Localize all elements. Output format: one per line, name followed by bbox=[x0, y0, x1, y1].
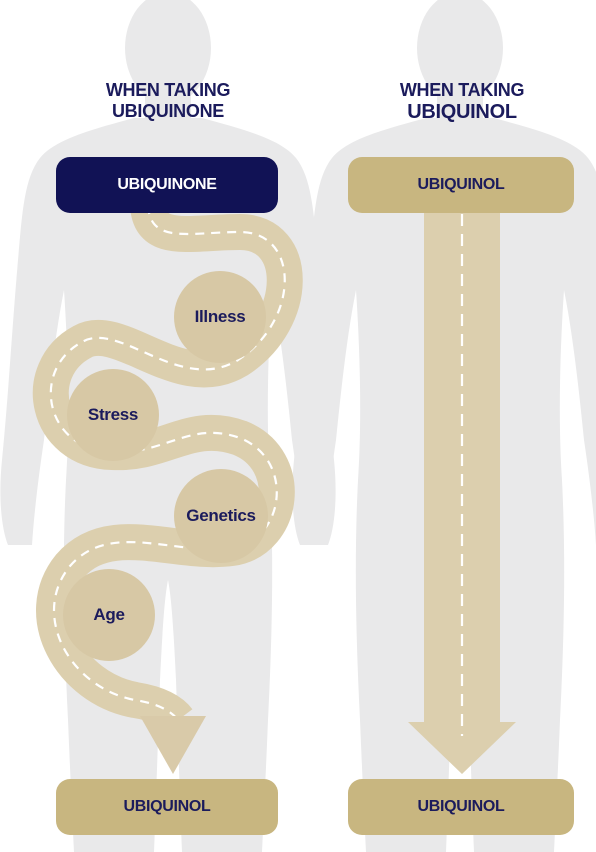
ubiquinol-top-pill: UBIQUINOL bbox=[348, 157, 574, 213]
ubiquinol-bottom-left-label: UBIQUINOL bbox=[123, 798, 210, 816]
age-label: Age bbox=[93, 605, 124, 625]
genetics-label: Genetics bbox=[186, 506, 255, 526]
right-heading-line1: WHEN TAKING bbox=[350, 80, 574, 101]
ubiquinol-bottom-left-pill: UBIQUINOL bbox=[56, 779, 278, 835]
illness-circle: Illness bbox=[174, 271, 266, 363]
ubiquinol-bottom-right-pill: UBIQUINOL bbox=[348, 779, 574, 835]
left-heading-line2: UBIQUINONE bbox=[60, 101, 276, 122]
ubiquinol-top-label: UBIQUINOL bbox=[417, 176, 504, 194]
genetics-circle: Genetics bbox=[174, 469, 268, 563]
right-heading: WHEN TAKING UBIQUINOL bbox=[350, 80, 574, 124]
stress-circle: Stress bbox=[67, 369, 159, 461]
ubiquinol-bottom-right-label: UBIQUINOL bbox=[417, 798, 504, 816]
stress-label: Stress bbox=[88, 405, 138, 425]
left-heading-line1: WHEN TAKING bbox=[60, 80, 276, 101]
ubiquinone-top-label: UBIQUINONE bbox=[117, 176, 216, 194]
age-circle: Age bbox=[63, 569, 155, 661]
illness-label: Illness bbox=[195, 307, 246, 327]
ubiquinone-top-pill: UBIQUINONE bbox=[56, 157, 278, 213]
left-heading: WHEN TAKING UBIQUINONE bbox=[60, 80, 276, 121]
right-heading-line2: UBIQUINOL bbox=[350, 101, 574, 124]
